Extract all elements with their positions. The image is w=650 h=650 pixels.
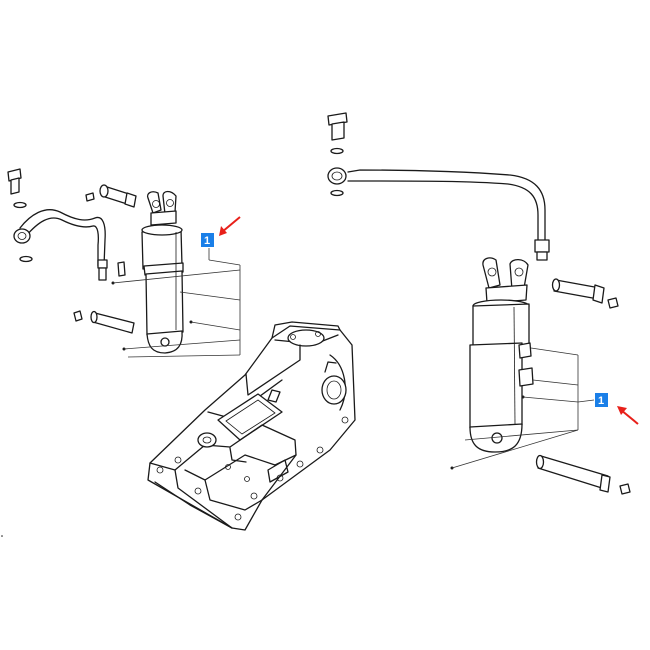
pivot-pin-left-bottom[interactable] [73, 281, 193, 351]
pivot-pin-right-top[interactable] [551, 278, 619, 309]
cylinder-clevis-left[interactable] [146, 190, 177, 226]
pivot-pin-right-bottom[interactable] [450, 454, 631, 495]
callout-label-right: 1 [598, 395, 604, 407]
callout-1-left[interactable]: 1 [201, 233, 214, 247]
leader-lines-left [112, 248, 241, 358]
hydraulic-cylinder-left[interactable] [117, 224, 184, 354]
red-arrow-left [219, 216, 241, 236]
leader-lines-right [451, 347, 595, 469]
callout-badge [201, 233, 214, 247]
pivot-pin-left-top[interactable] [99, 184, 137, 208]
hydraulic-hose-right[interactable] [327, 167, 550, 261]
cylinder-clevis-right[interactable] [482, 257, 529, 304]
banjo-bolt-left[interactable] [7, 168, 33, 263]
right-assembly: 1 [327, 112, 639, 495]
callout-1-right[interactable]: 1 [595, 393, 608, 407]
hydraulic-pipe-left[interactable] [13, 209, 108, 281]
edge-mark [1, 535, 3, 537]
red-arrow-right [617, 406, 639, 425]
left-assembly: 1 [7, 168, 356, 531]
hydraulic-cylinder-right[interactable] [469, 299, 534, 453]
callout-label-left: 1 [204, 235, 210, 247]
callout-badge [595, 393, 608, 407]
lift-housing[interactable] [147, 321, 356, 531]
banjo-bolt-right[interactable] [327, 112, 348, 197]
